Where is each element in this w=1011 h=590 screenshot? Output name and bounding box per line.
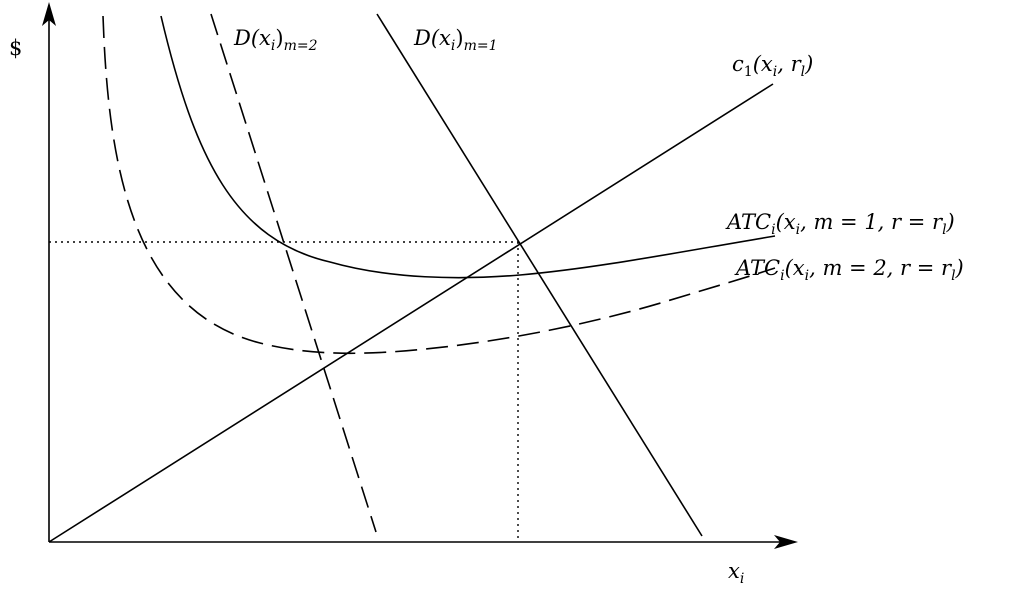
guide-lines [49, 241, 519, 542]
atc-curve-m1 [160, 15, 776, 279]
cost-curve-c1 [48, 83, 774, 543]
x-axis-arrowhead [774, 535, 798, 549]
demand-m1-label: D(xi)m=1 [413, 26, 497, 54]
demand-m2-label: D(xi)m=2 [233, 26, 318, 54]
y-axis-arrowhead [42, 2, 56, 26]
y-axis-label: $ [9, 36, 22, 60]
atc-m1-label: ATCi(xi, m = 1, r = rl) [725, 210, 955, 238]
axes [42, 2, 798, 549]
atc-curve-m2 [102, 15, 776, 355]
cost-c1-label: c1(xi, rl) [732, 52, 813, 80]
atc-m2-label: ATCi(xi, m = 2, r = rl) [734, 256, 964, 284]
x-axis-label: xi [728, 559, 744, 587]
demand-curve-m2 [210, 13, 377, 533]
demand-curve-m1 [376, 13, 703, 537]
